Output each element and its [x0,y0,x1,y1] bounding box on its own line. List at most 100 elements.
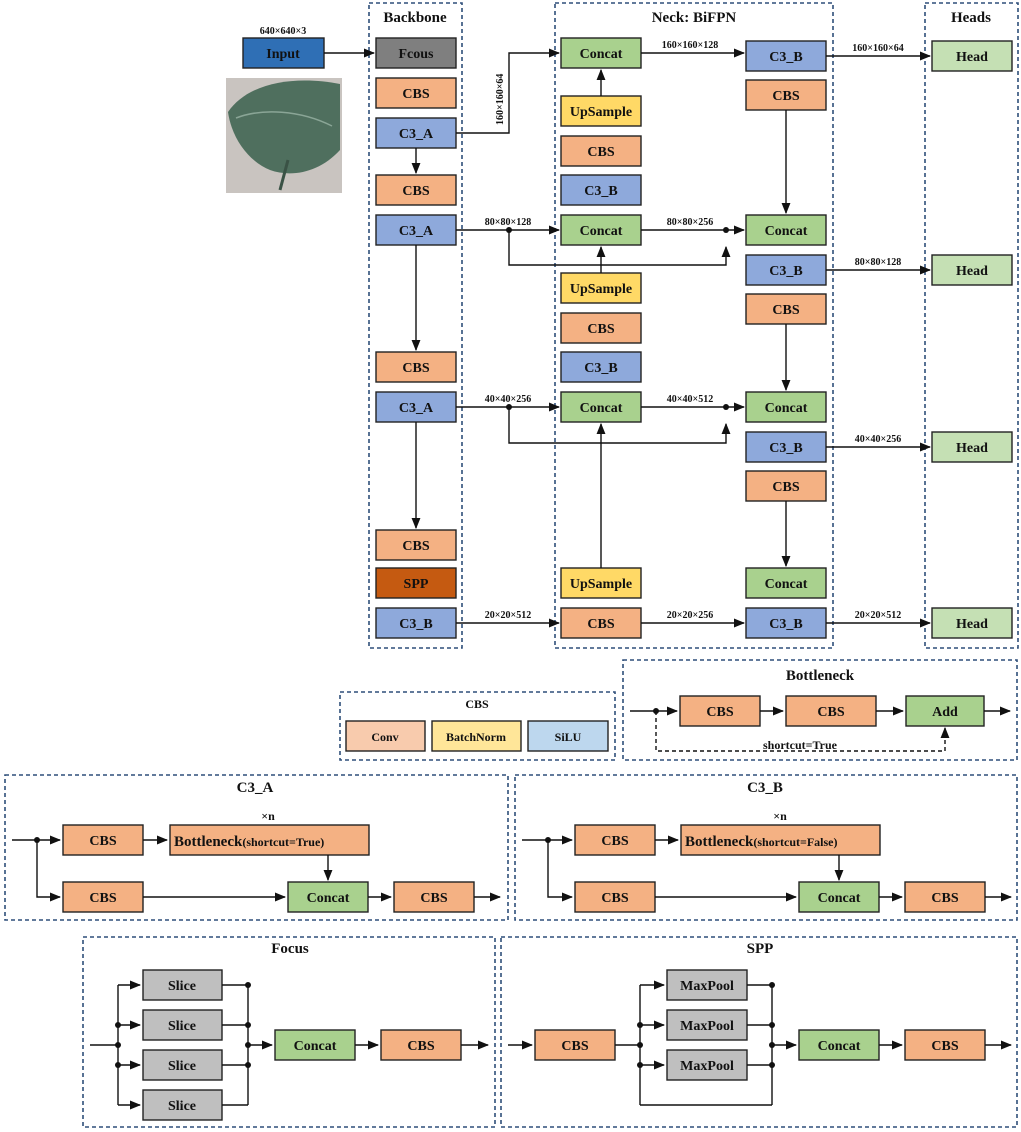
c3b-concat [798,881,880,913]
dim-160-64-head: 160×160×64 [852,43,903,54]
c3b-cbs-top-label: CBS [601,834,628,849]
backbone-cbs-2-label: CBS [402,184,429,199]
c3b-bottleneck [680,824,881,856]
c3b-cbs-top [574,824,656,856]
c3a-concat [287,881,369,913]
legend-silu [527,720,609,752]
neck-concat-2-label: Concat [580,224,623,239]
backbone-cbs-3-label: CBS [402,361,429,376]
wire-c3a3-concat5-bypass [508,407,731,444]
dim-80-256: 80×80×256 [667,217,713,228]
bn-cbs-1 [679,695,761,727]
dim-20-512-head: 20×20×512 [855,610,901,621]
dim-160-64: 160×160×64 [495,74,506,125]
backbone-cbs-4-label: CBS [402,539,429,554]
neck-upsample-3 [560,567,642,599]
neck-upsample-1-label: UpSample [570,105,632,120]
c3b-concat-label: Concat [818,891,861,906]
c3a-cbs-out [393,881,475,913]
head-3-label: Head [956,441,988,456]
dim-160-128: 160×160×128 [662,40,718,51]
junction-80b [723,227,729,233]
dim-80-128: 80×80×128 [485,217,531,228]
c3b-wire-branch [547,840,574,902]
junction-40b [723,404,729,410]
head-2 [931,254,1013,286]
bn-cbs-2 [785,695,877,727]
neck-c3b-6-label: C3_B [769,617,802,632]
backbone-c3a-2-label: C3_A [399,224,434,239]
neck-c3b-5-label: C3_B [769,441,802,456]
spp-maxpool-1-label: MaxPool [680,979,734,994]
neck-cbs-6-label: CBS [772,480,799,495]
neck-c3b-4 [745,254,827,286]
dim-20-256: 20×20×256 [667,610,713,621]
neck-concat-6 [745,567,827,599]
backbone-spp-label: SPP [404,577,429,592]
backbone-c3a-1-label: C3_A [399,127,434,142]
neck-cbs-3-label: CBS [587,617,614,632]
backbone-cbs-2 [375,174,457,206]
legend-conv-label: Conv [371,730,398,744]
neck-upsample-3-label: UpSample [570,577,632,592]
bn-cbs-2-label: CBS [817,705,844,720]
backbone-title: Backbone [383,10,447,26]
head-1-label: Head [956,50,988,65]
focus-title: Focus [271,941,309,957]
head-1 [931,40,1013,72]
c3b-bottleneck-name: Bottleneck [685,834,754,850]
spp-concat [798,1029,880,1061]
legend-conv [345,720,426,752]
c3a-cbs-bottom-label: CBS [89,891,116,906]
spp-maxpool-1 [666,969,748,1001]
spp-maxpool-3-label: MaxPool [680,1059,734,1074]
head-3 [931,431,1013,463]
neck-cbs-4-label: CBS [772,89,799,104]
neck-cbs-1 [560,135,642,167]
c3a-cbs-top-label: CBS [89,834,116,849]
neck-cbs-2 [560,312,642,344]
c3a-bottleneck-shortcut: (shortcut=True) [242,835,324,849]
focus-junction-3 [115,1062,121,1068]
focus-slice-1-label: Slice [168,979,196,994]
heads-panel [924,2,1019,649]
focus-slice-3-label: Slice [168,1059,196,1074]
spp-title: SPP [747,941,774,957]
neck-upsample-2-label: UpSample [570,282,632,297]
dim-input: 640×640×3 [260,26,306,37]
legend-batchnorm-label: BatchNorm [446,730,506,744]
neck-c3b-3-label: C3_B [769,50,802,65]
c3b-cbs-out [904,881,986,913]
focus-block [375,37,457,69]
spp-maxpool-2-label: MaxPool [680,1019,734,1034]
c3b-cbs-bottom-label: CBS [601,891,628,906]
spp-cbs-in-label: CBS [561,1039,588,1054]
c3a-cbs-top [62,824,144,856]
neck-c3b-2-label: C3_B [584,361,617,376]
neck-cbs-5-label: CBS [772,303,799,318]
wire-c3a1-concat1 [456,48,561,134]
spp-junction-3 [637,1062,643,1068]
neck-c3b-2 [560,351,642,383]
spp-junction-2 [637,1022,643,1028]
focus-junction-o1 [245,982,251,988]
c3a-bottleneck-name: Bottleneck [174,834,243,850]
neck-concat-4-label: Concat [765,224,808,239]
spp-junction-o3 [769,1062,775,1068]
c3b-title: C3_B [747,780,783,796]
backbone-c3a-3-label: C3_A [399,401,434,416]
neck-upsample-2 [560,272,642,304]
c3a-cbs-out-label: CBS [420,891,447,906]
legend-batchnorm [431,720,522,752]
backbone-panel [368,2,463,649]
c3b-panel [514,774,1018,921]
head-4 [931,607,1013,639]
neck-cbs-1-label: CBS [587,145,614,160]
head-4-label: Head [956,617,988,632]
focus-concat-label: Concat [294,1039,337,1054]
neck-concat-3-label: Concat [580,401,623,416]
neck-concat-1-label: Concat [580,47,623,62]
neck-concat-4 [745,214,827,246]
backbone-cbs-1 [375,77,457,109]
